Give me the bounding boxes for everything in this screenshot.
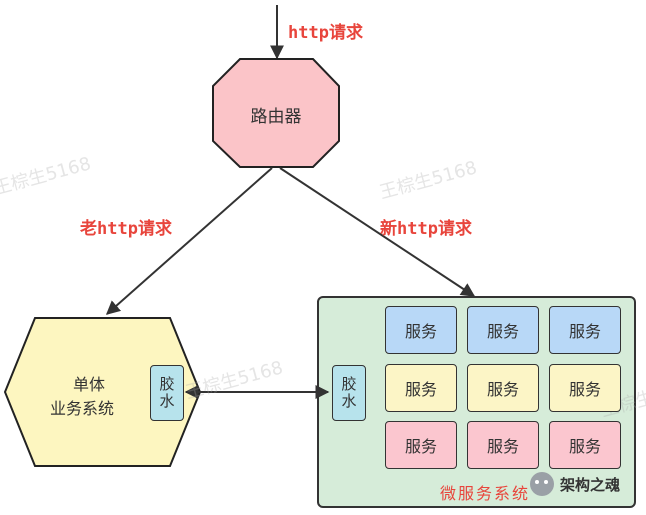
service-box: 服务 — [549, 364, 621, 412]
brand-text: 架构之魂 — [560, 475, 621, 494]
new-request-arrow — [279, 167, 476, 297]
service-box: 服务 — [549, 306, 621, 354]
service-box: 服务 — [467, 421, 539, 469]
microservice-title: 微服务系统 — [440, 484, 531, 503]
old-request-label: 老http请求 — [80, 219, 172, 239]
router-label: 路由器 — [250, 107, 302, 127]
incoming-request-label: http请求 — [288, 23, 363, 43]
service-box: 服务 — [467, 364, 539, 412]
service-box: 服务 — [385, 364, 457, 412]
new-request-label: 新http请求 — [380, 219, 472, 239]
service-box: 服务 — [385, 421, 457, 469]
wechat-icon — [530, 472, 554, 496]
service-box: 服务 — [385, 306, 457, 354]
service-box: 服务 — [467, 306, 539, 354]
monolith-glue-box: 胶水 — [150, 365, 184, 421]
router-node — [212, 58, 340, 168]
old-request-arrow — [105, 167, 273, 315]
service-box: 服务 — [549, 421, 621, 469]
monolith-label-line1: 单体 — [73, 375, 106, 394]
micro-glue-box: 胶水 — [332, 365, 366, 421]
monolith-label-line2: 业务系统 — [50, 399, 115, 418]
monolith-node — [3, 317, 202, 467]
brand-badge: 架构之魂 — [530, 472, 620, 496]
